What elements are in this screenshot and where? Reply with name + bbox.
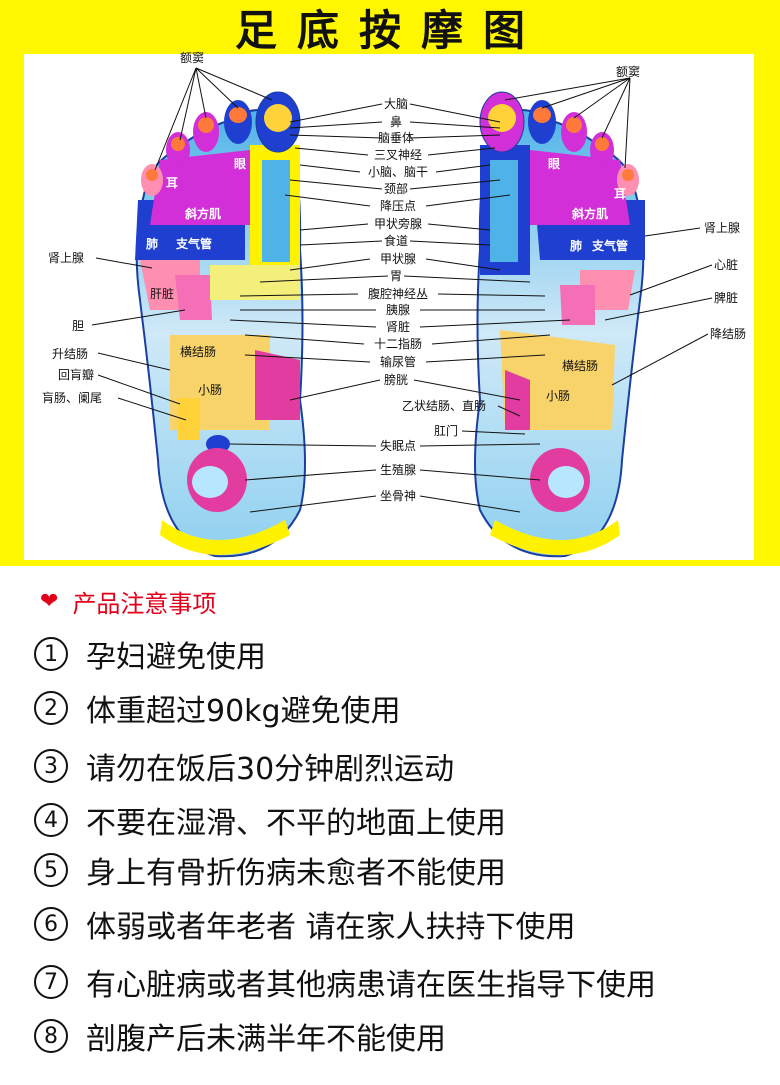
left-label-frontal-sinus: 额窦 bbox=[180, 51, 204, 65]
center-label: 脑垂体 bbox=[378, 131, 414, 145]
right-organ-transverse-colon: 横结肠 bbox=[562, 359, 598, 373]
note-item: 7 有心脏病或者其他病患请在医生指导下使用 bbox=[34, 960, 656, 1004]
center-labels: 大脑 鼻 脑垂体 三叉神经 小脑、脑干 颈部 降压点 甲状旁腺 食道 甲状腺 胃… bbox=[368, 97, 486, 503]
left-foot bbox=[135, 91, 306, 558]
right-label-descending-colon: 降结肠 bbox=[710, 327, 746, 341]
center-label: 生殖腺 bbox=[380, 462, 416, 477]
center-label: 小脑、脑干 bbox=[368, 165, 428, 179]
left-organ-ear: 耳 bbox=[166, 176, 178, 190]
heart-icon: ❤ bbox=[40, 588, 59, 614]
note-text: 有心脏病或者其他病患请在医生指导下使用 bbox=[86, 968, 656, 1003]
note-text: 剖腹产后未满半年不能使用 bbox=[86, 1022, 446, 1057]
center-label: 坐骨神 bbox=[380, 489, 416, 503]
note-number: 3 bbox=[34, 749, 68, 783]
center-label: 降压点 bbox=[380, 199, 416, 213]
right-organ-trapezius: 斜方肌 bbox=[571, 206, 608, 221]
left-organ-liver: 肝脏 bbox=[150, 286, 174, 301]
right-label-frontal-sinus: 额窦 bbox=[616, 65, 640, 79]
note-number: 1 bbox=[34, 637, 68, 671]
notes-title: 产品注意事项 bbox=[72, 590, 217, 618]
center-label: 乙状结肠、直肠 bbox=[402, 399, 486, 413]
center-label: 甲状旁腺 bbox=[374, 216, 422, 231]
left-label-gallbladder: 胆 bbox=[72, 319, 84, 333]
left-organ-transverse-colon: 横结肠 bbox=[180, 345, 216, 359]
left-labels: 额窦 肾上腺 胆 升结肠 回肓瓣 肓肠、阑尾 bbox=[42, 51, 204, 405]
note-item: 2 体重超过90kg避免使用 bbox=[34, 686, 401, 730]
center-label: 食道 bbox=[384, 233, 408, 248]
center-label: 十二指肠 bbox=[374, 336, 422, 351]
note-text: 体重超过90kg避免使用 bbox=[86, 694, 401, 729]
left-organ-labels: 耳 眼 斜方肌 肺 支气管 肝脏 横结肠 小肠 bbox=[146, 157, 246, 397]
note-item: 6 体弱或者年老者 请在家人扶持下使用 bbox=[34, 902, 576, 946]
leader-lines bbox=[91, 67, 713, 513]
note-text: 孕妇避免使用 bbox=[86, 640, 266, 675]
center-label: 颈部 bbox=[384, 181, 408, 196]
center-leaders bbox=[229, 103, 571, 513]
foot-chart: 足底按摩图 bbox=[0, 0, 780, 566]
left-label-ascending-colon: 升结肠 bbox=[52, 347, 88, 361]
left-organ-small-intestine: 小肠 bbox=[198, 383, 222, 397]
note-item: 3 请勿在饭后30分钟剧烈运动 bbox=[34, 744, 454, 788]
note-number: 4 bbox=[34, 803, 68, 837]
center-label: 膀胱 bbox=[384, 372, 408, 387]
left-label-appendix: 肓肠、阑尾 bbox=[42, 390, 102, 405]
center-label: 甲状腺 bbox=[380, 252, 416, 266]
right-organ-bronchi: 支气管 bbox=[591, 238, 628, 253]
left-organ-bronchi: 支气管 bbox=[175, 236, 212, 251]
left-label-ileocecal-valve: 回肓瓣 bbox=[58, 367, 94, 382]
chart-title: 足底按摩图 bbox=[234, 5, 545, 55]
note-number: 5 bbox=[34, 853, 68, 887]
notes-header: ❤ 产品注意事项 bbox=[40, 584, 216, 619]
note-item: 8 剖腹产后未满半年不能使用 bbox=[34, 1014, 446, 1058]
center-label: 胰腺 bbox=[386, 303, 410, 317]
right-label-spleen: 脾脏 bbox=[714, 290, 738, 305]
right-label-adrenal: 肾上腺 bbox=[704, 221, 740, 235]
center-label: 腹腔神经丛 bbox=[368, 286, 428, 301]
left-label-adrenal: 肾上腺 bbox=[48, 251, 84, 265]
note-text: 体弱或者年老者 请在家人扶持下使用 bbox=[86, 910, 576, 945]
left-organ-eye: 眼 bbox=[234, 157, 246, 171]
right-organ-eye: 眼 bbox=[548, 157, 560, 171]
note-text: 不要在湿滑、不平的地面上使用 bbox=[86, 806, 506, 841]
note-item: 5 身上有骨折伤病未愈者不能使用 bbox=[34, 848, 506, 892]
left-organ-trapezius: 斜方肌 bbox=[184, 206, 221, 221]
center-label: 失眠点 bbox=[380, 438, 416, 453]
center-label: 肾脏 bbox=[386, 319, 410, 334]
right-organ-ear: 耳 bbox=[614, 187, 626, 201]
center-label: 输尿管 bbox=[380, 354, 416, 369]
product-notes: ❤ 产品注意事项 1 孕妇避免使用 2 体重超过90kg避免使用 3 请勿在饭后30分… bbox=[0, 566, 780, 1085]
right-labels: 额窦 肾上腺 心脏 脾脏 降结肠 bbox=[616, 65, 746, 341]
center-label: 肛门 bbox=[434, 423, 458, 438]
foot-diagram: 耳 眼 斜方肌 肺 支气管 肝脏 横结肠 小肠 眼 耳 斜方肌 肺 支气管 横结… bbox=[42, 51, 746, 558]
note-text: 请勿在饭后30分钟剧烈运动 bbox=[86, 752, 455, 787]
center-label: 胃 bbox=[390, 269, 402, 283]
note-number: 6 bbox=[34, 907, 68, 941]
note-item: 4 不要在湿滑、不平的地面上使用 bbox=[34, 798, 506, 842]
right-organ-small-intestine: 小肠 bbox=[546, 389, 570, 403]
note-number: 7 bbox=[34, 965, 68, 999]
left-organ-lung: 肺 bbox=[146, 236, 158, 251]
center-label: 三叉神经 bbox=[374, 148, 422, 162]
right-organ-lung: 肺 bbox=[570, 238, 582, 253]
note-number: 2 bbox=[34, 691, 68, 725]
note-text: 身上有骨折伤病未愈者不能使用 bbox=[86, 856, 506, 891]
right-label-heart: 心脏 bbox=[714, 257, 738, 272]
center-label: 大脑 bbox=[384, 97, 408, 111]
note-number: 8 bbox=[34, 1019, 68, 1053]
note-item: 1 孕妇避免使用 bbox=[34, 632, 266, 676]
center-label: 鼻 bbox=[390, 114, 402, 129]
right-organ-labels: 眼 耳 斜方肌 肺 支气管 横结肠 小肠 bbox=[546, 157, 628, 403]
